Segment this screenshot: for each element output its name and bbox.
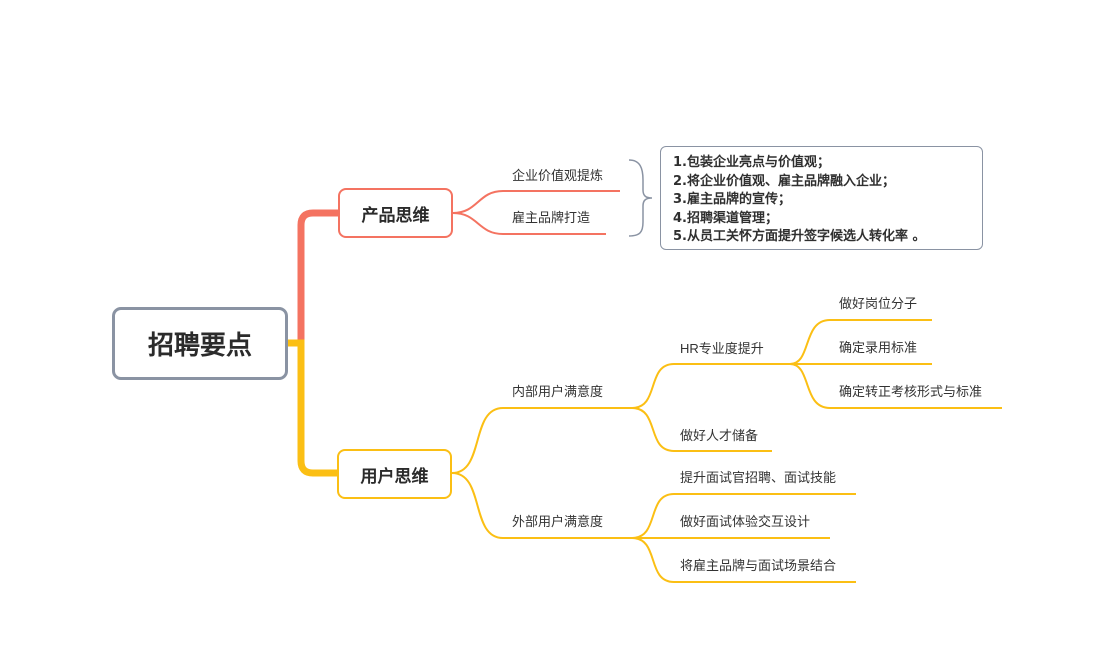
leaf-interviewer-skills[interactable]: 提升面试官招聘、面试技能 (680, 470, 837, 485)
topic-user-thinking[interactable]: 用户思维 (337, 449, 452, 499)
subtopic-internal-satisfaction[interactable]: 内部用户满意度 (512, 384, 604, 399)
leaf-interview-experience[interactable]: 做好面试体验交互设计 (680, 514, 811, 529)
subtopic-talent-reserve[interactable]: 做好人才储备 (680, 428, 759, 443)
summary-line: 5.从员工关怀方面提升签字候选人转化率 。 (673, 229, 926, 244)
root-node[interactable]: 招聘要点 (112, 307, 288, 380)
leaf-hiring-standard[interactable]: 确定录用标准 (839, 340, 918, 355)
topic-product-label: 产品思维 (361, 205, 430, 226)
subtopic-value-extraction[interactable]: 企业价值观提炼 (512, 168, 604, 183)
subtopic-external-satisfaction[interactable]: 外部用户满意度 (512, 514, 604, 529)
summary-brace (628, 159, 653, 237)
product-branch-trunk (284, 209, 342, 347)
user-branch-trunk (284, 339, 341, 477)
root-label: 招聘要点 (147, 331, 252, 361)
summary-line: 3.雇主品牌的宣传； (673, 192, 791, 207)
summary-line: 4.招聘渠道管理； (673, 210, 778, 226)
subtopic-employer-brand[interactable]: 雇主品牌打造 (512, 210, 591, 225)
leaf-probation-standard[interactable]: 确定转正考核形式与标准 (839, 384, 983, 399)
summary-line: 2.将企业价值观、雇主品牌融入企业； (673, 173, 895, 189)
product-child-lines (452, 190, 620, 235)
topic-product-thinking[interactable]: 产品思维 (338, 188, 453, 238)
leaf-brand-interview-scene[interactable]: 将雇主品牌与面试场景结合 (680, 558, 837, 573)
subtopic-hr-professionalism[interactable]: HR专业度提升 (680, 341, 764, 356)
user-child-lines (451, 319, 1002, 583)
summary-line: 1.包装企业亮点与价值观； (673, 155, 830, 170)
leaf-position-analysis[interactable]: 做好岗位分子 (839, 296, 918, 311)
summary-callout[interactable]: 1.包装企业亮点与价值观； 2.将企业价值观、雇主品牌融入企业； 3.雇主品牌的… (660, 146, 983, 250)
topic-user-label: 用户思维 (360, 466, 429, 487)
